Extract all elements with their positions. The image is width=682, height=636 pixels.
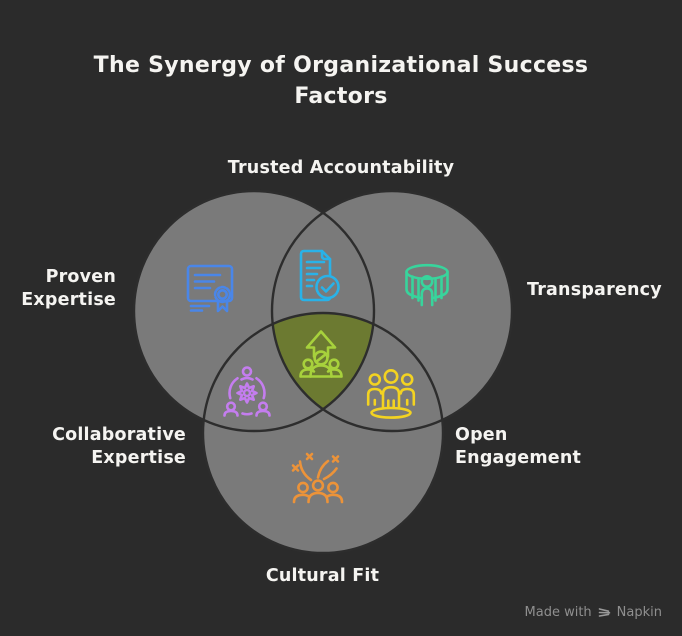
label-cultural-fit: Cultural Fit bbox=[265, 566, 380, 586]
celebration-icon bbox=[291, 452, 344, 504]
label-proven-expertise: Proven Expertise bbox=[0, 266, 116, 312]
label-collaborative-expertise-line2: Expertise bbox=[91, 448, 186, 468]
growth-arrow-icon bbox=[299, 330, 343, 378]
collaboration-gear-icon bbox=[223, 366, 271, 417]
people-group-icon bbox=[366, 369, 416, 419]
label-open-engagement-line1: Open bbox=[455, 425, 508, 445]
venn-circle-outlines bbox=[132, 189, 514, 555]
venn-circle-bottom bbox=[203, 313, 443, 553]
label-proven-expertise-line2: Expertise bbox=[21, 290, 116, 310]
label-collaborative-expertise: Collaborative Expertise bbox=[0, 424, 186, 470]
diagram-title-line1: The Synergy of Organizational Success bbox=[93, 53, 589, 78]
label-transparency: Transparency bbox=[527, 280, 662, 300]
diagram-title-line2: Factors bbox=[294, 84, 388, 109]
watermark-made-with-text: Made with bbox=[524, 605, 592, 620]
document-check-icon bbox=[299, 249, 340, 302]
certificate-icon bbox=[186, 264, 234, 313]
watermark: Made with Napkin bbox=[525, 605, 662, 620]
diagram-title: The Synergy of Organizational Success Fa… bbox=[0, 50, 682, 112]
transparency-cylinder-icon bbox=[405, 263, 449, 307]
label-trusted-accountability: Trusted Accountability bbox=[227, 158, 455, 178]
label-proven-expertise-line1: Proven bbox=[45, 267, 116, 287]
label-open-engagement: Open Engagement bbox=[455, 424, 581, 470]
napkin-logo-icon bbox=[598, 608, 610, 617]
watermark-brand-name: Napkin bbox=[616, 605, 662, 620]
label-collaborative-expertise-line1: Collaborative bbox=[52, 425, 186, 445]
label-open-engagement-line2: Engagement bbox=[455, 448, 582, 468]
